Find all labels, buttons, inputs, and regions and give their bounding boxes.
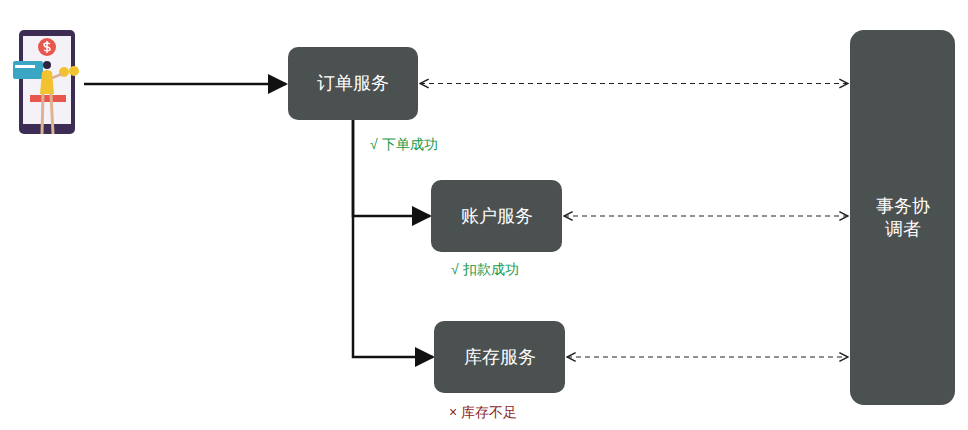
node-label: 账户服务 [461, 205, 533, 228]
node-label: 库存服务 [464, 346, 536, 369]
person-arm [52, 74, 62, 78]
status-label: √ 下单成功 [368, 136, 440, 154]
user-phone-illustration [13, 30, 79, 134]
dashed-connector [564, 215, 848, 216]
phone-body [19, 30, 75, 134]
dollar-badge [38, 38, 56, 56]
person-body [40, 70, 54, 94]
status-label: √ 扣款成功 [449, 261, 521, 279]
person-head [43, 61, 51, 69]
dollar-sign [44, 41, 50, 53]
text-holder: 账户服务 [461, 205, 533, 228]
node-label: 订单服务 [317, 72, 389, 95]
service-box: 账户服务 [431, 180, 562, 252]
coin [69, 66, 79, 76]
service-box: 订单服务 [288, 47, 418, 120]
text-holder: 订单服务 [317, 72, 389, 95]
node-label: 事务协调者 [875, 195, 931, 240]
entry-arrow [84, 83, 286, 86]
dashed-connector [420, 83, 848, 84]
coordinator-box: 事务协调者 [850, 30, 955, 405]
service-box: 库存服务 [434, 321, 565, 393]
text-holder: 事务协调者 [875, 195, 931, 240]
flow-connector [353, 120, 433, 357]
card [13, 61, 43, 79]
phone-screen [23, 36, 71, 124]
card-stripe [15, 65, 35, 68]
status-label: × 库存不足 [447, 404, 519, 422]
text-holder: 库存服务 [464, 346, 536, 369]
flow-connector [353, 120, 430, 216]
pay-button [30, 95, 66, 102]
person-legs [42, 94, 53, 134]
dashed-connector [567, 356, 848, 357]
